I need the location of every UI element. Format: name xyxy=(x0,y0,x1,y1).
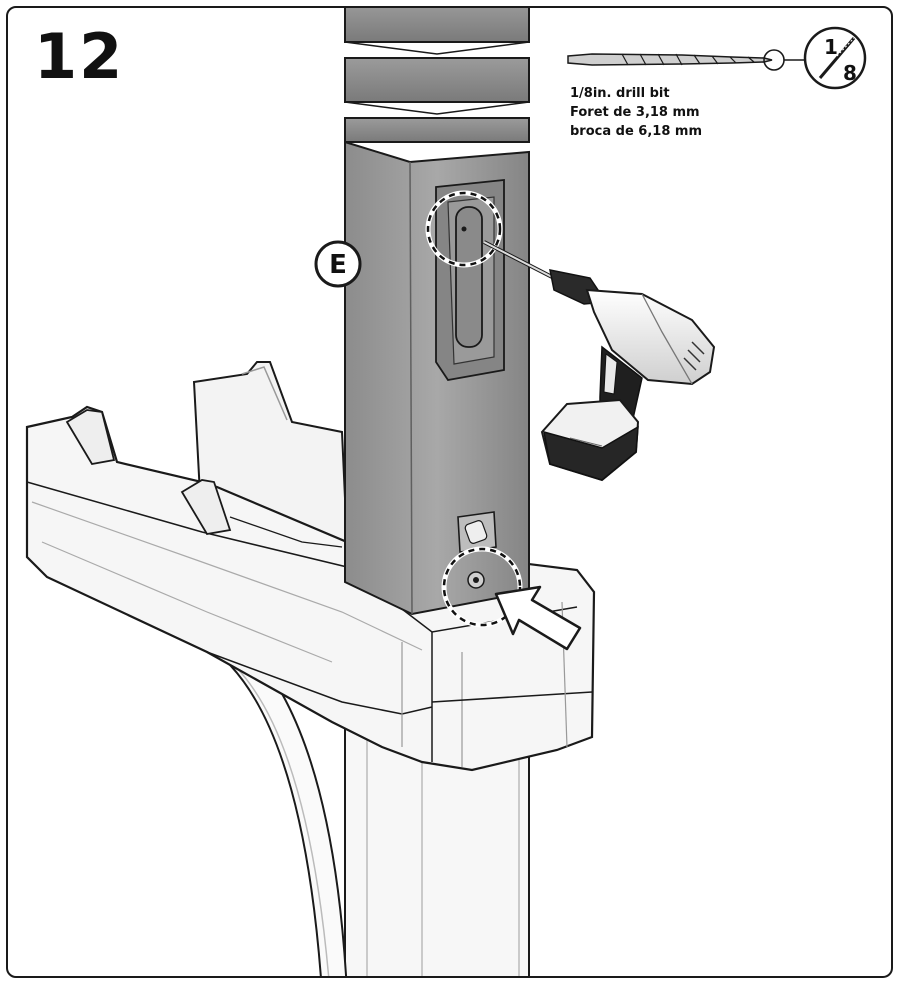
drill-bit-label-french: Foret de 3,18 mm xyxy=(570,105,700,120)
part-label-badge: E xyxy=(314,240,362,288)
drill-bit-label-english: 1/8in. drill bit xyxy=(570,86,670,101)
part-label: E xyxy=(329,250,347,280)
drill-icon xyxy=(483,240,716,482)
drill-bit-icon xyxy=(567,49,805,71)
arrow-pointer-icon xyxy=(494,585,582,651)
drill-bit-label-spanish: broca de 6,18 mm xyxy=(570,124,702,139)
fraction-denominator: 8 xyxy=(843,61,857,85)
highlight-lower-hole xyxy=(441,546,523,628)
highlight-upper-hole xyxy=(425,190,503,268)
bracket xyxy=(25,405,596,772)
post-E xyxy=(344,8,530,616)
assembly-illustration: 1 8 E xyxy=(25,8,867,976)
fraction-numerator: 1 xyxy=(824,35,838,59)
instruction-panel: 1 8 E 12 1/8in. drill bit Foret de 3,18 … xyxy=(6,6,893,978)
drill-bit-labels: 1/8in. drill bit Foret de 3,18 mm broca … xyxy=(570,84,702,141)
drill-size-badge: 1 8 xyxy=(803,26,867,90)
step-number: 12 xyxy=(34,20,125,93)
